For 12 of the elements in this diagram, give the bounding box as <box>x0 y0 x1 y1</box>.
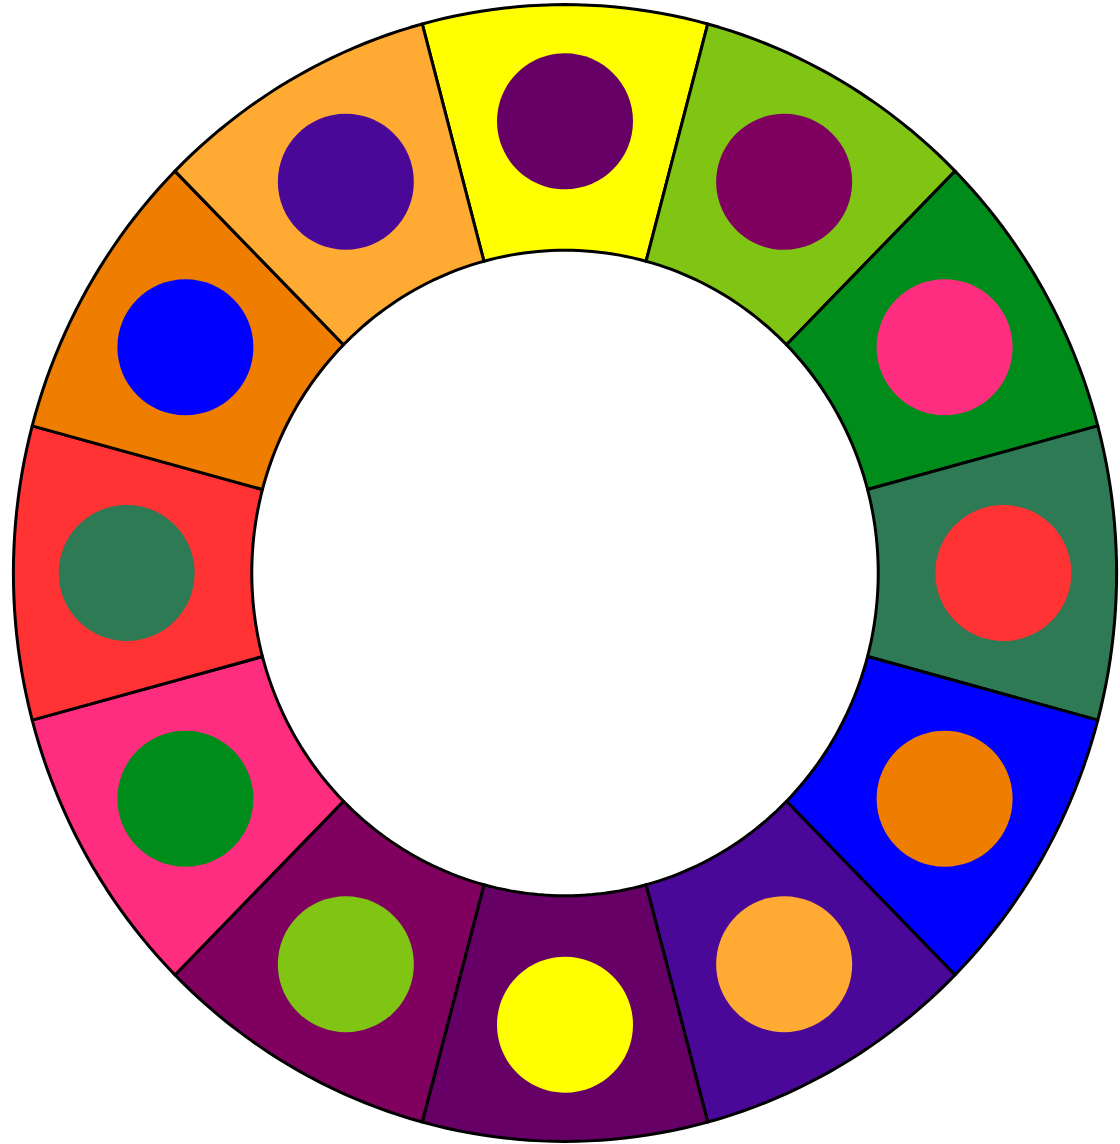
color-dot <box>716 113 853 250</box>
color-dot <box>117 279 254 416</box>
color-dot <box>876 279 1013 416</box>
color-dot <box>58 505 195 641</box>
color-dot <box>117 730 254 867</box>
color-dot <box>716 896 853 1033</box>
color-dot <box>497 53 633 190</box>
color-dot <box>876 730 1013 867</box>
color-dot <box>277 113 414 250</box>
color-dot <box>935 505 1072 641</box>
color-dot <box>497 956 633 1093</box>
color-dot <box>277 896 414 1033</box>
